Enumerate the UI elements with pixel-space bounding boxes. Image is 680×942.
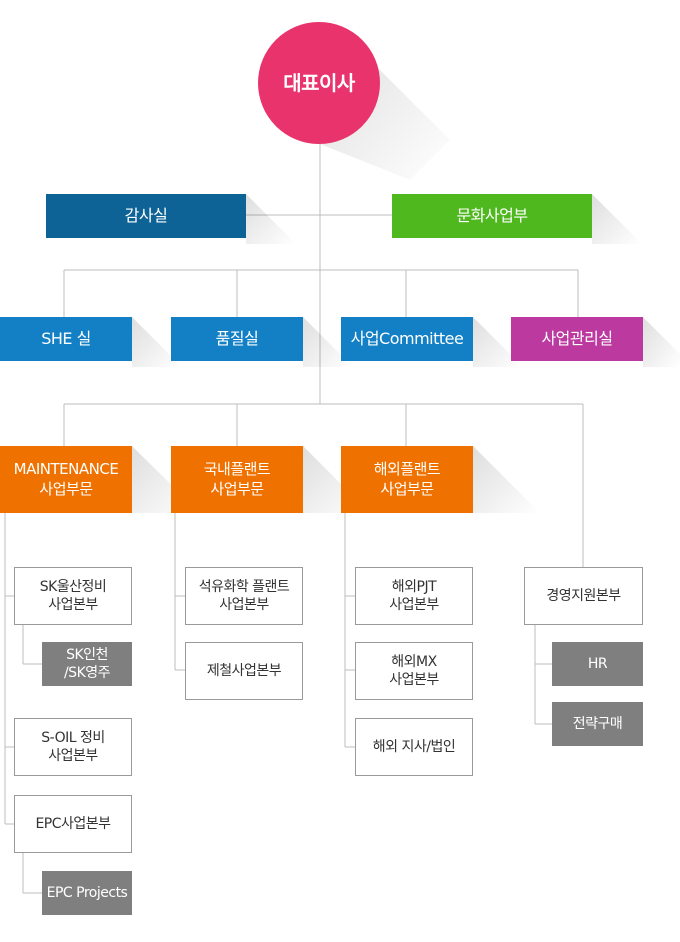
quality-node: 품질실 — [171, 317, 303, 361]
committee-node: 사업Committee — [341, 317, 473, 361]
biz-mgmt-node: 사업관리실 — [511, 317, 643, 361]
culture-node: 문화사업부 — [392, 194, 592, 238]
audit-node: 감사실 — [46, 194, 246, 238]
mgmt-support-node: 경영지원본부 — [524, 567, 643, 625]
ceo-node: 대표이사 — [258, 22, 380, 144]
steel-node: 제철사업본부 — [185, 642, 303, 700]
epc-node: EPC사업본부 — [14, 795, 132, 853]
she-node: SHE 실 — [0, 317, 132, 361]
overseas-branch-node: 해외 지사/법인 — [355, 718, 473, 776]
purchasing-node: 전략구매 — [552, 702, 643, 746]
hr-node: HR — [552, 642, 643, 686]
sk-incheon-node: SK인천/SK영주 — [42, 642, 132, 686]
epc-projects-node: EPC Projects — [42, 871, 132, 915]
